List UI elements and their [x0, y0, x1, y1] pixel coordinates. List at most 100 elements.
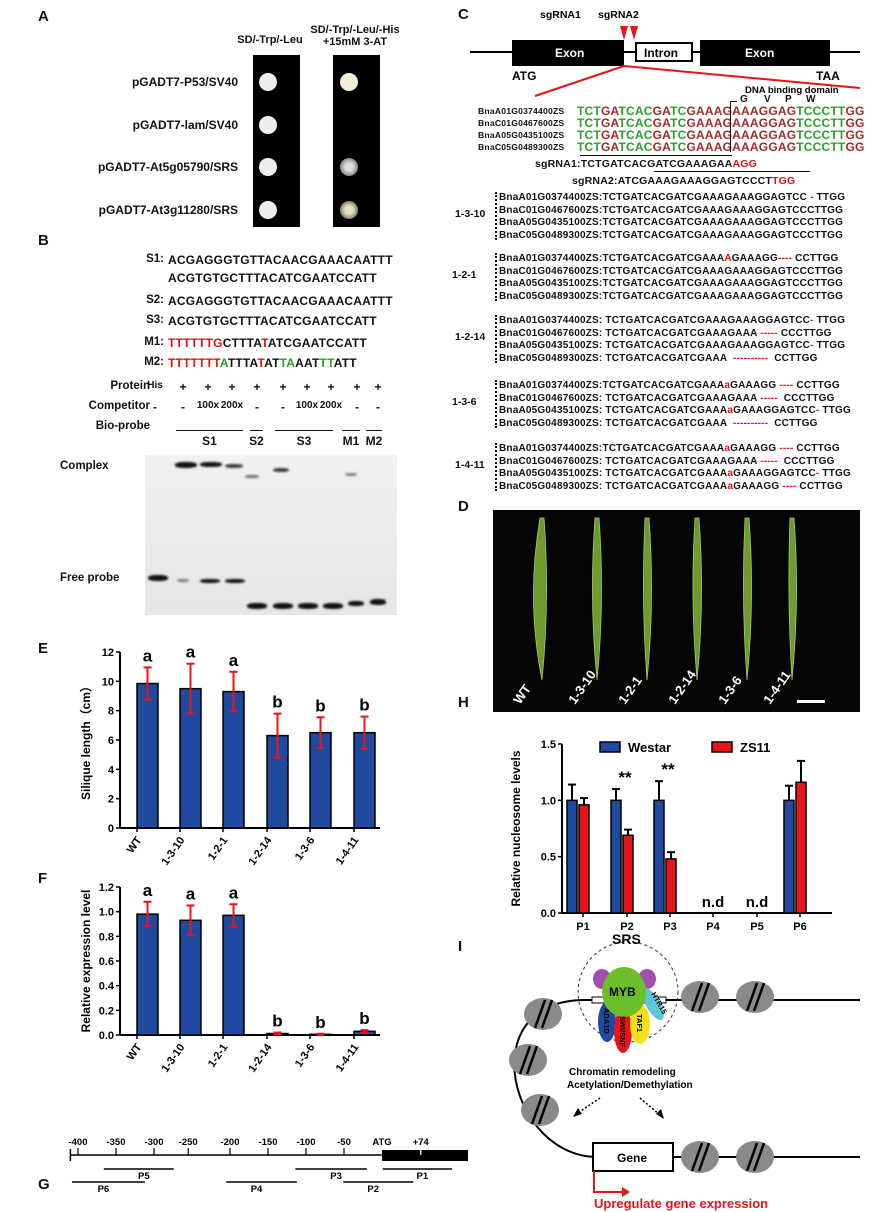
wt-sequence: TCTGATCACGATCGAAAGAAAGGAGTCCCTTGG [577, 104, 865, 118]
mutant-sequence: BnaA05G0435100ZS:TCTGATCACGATCGAAAGAAAGG… [499, 278, 843, 289]
x-tick-label: 1-2-14 [246, 834, 275, 868]
sequence-segment: ---------- [732, 352, 769, 364]
significance-label: b [272, 693, 282, 712]
sequence-segment: a [724, 380, 731, 391]
significance-label: a [143, 646, 153, 665]
fragment-label: P2 [367, 1184, 379, 1195]
sequence-segment: BnaC05G0489300ZS: TCTGATCACGATCGAAA [499, 480, 728, 492]
x-tick-label: WT [125, 1042, 145, 1063]
sequence-segment: TTGG [819, 468, 851, 479]
sequence-segment: ACGAGGGTGTTACAACGAAACAATTT [168, 253, 393, 267]
position-label: -350 [106, 1137, 125, 1148]
sgrna2-arrow-icon [630, 26, 638, 40]
probe-label: M1: [144, 336, 164, 348]
fragment-label: P4 [251, 1184, 263, 1195]
probe-sequence: ACGTGTGCTTTACATCGAATCCATT [168, 314, 377, 328]
sequence-segment: TT [319, 356, 334, 370]
upregulate-text: Upregulate gene expression [594, 1196, 768, 1211]
scale-bar [797, 700, 825, 703]
x-tick-label: 1-4-11 [334, 835, 362, 867]
y-tick-label: 1.5 [541, 739, 556, 751]
sequence-segment: BnaA01G0374400ZS:TCTGATCACGATCGAAA [499, 380, 725, 391]
sequence-segment: BnaC01G0467600ZS:TCTGATCACGATCGAAAGAAAGG… [499, 265, 844, 277]
swisnf-label: SWI/SNF [618, 1016, 627, 1048]
sequence-segment: CCCTTGG [777, 392, 835, 404]
position-label: -250 [179, 1137, 198, 1148]
taf1-ellipse [630, 1004, 650, 1044]
silique [533, 517, 547, 681]
sequence-segment: ---------- [732, 417, 769, 429]
sequence-segment: BnaA05G0435100ZS: TCTGATCACGATCGAAA [499, 405, 728, 416]
transcription-arrow-head-icon [622, 1187, 630, 1197]
sgrna1-label: sgRNA1 [540, 9, 581, 21]
sequence-segment: TTTTTTG [168, 336, 223, 350]
significance-label: ** [661, 760, 675, 779]
legend-label: ZS11 [740, 740, 770, 755]
sequence-segment: ACGTGTGCTTTACATCGAATCCATT [168, 271, 377, 285]
group-label: S3 [296, 434, 312, 448]
sequence-segment: T [257, 356, 265, 370]
swisnf-ellipse [614, 1009, 632, 1053]
significance-label: a [143, 881, 153, 900]
arrow-head-icon [656, 1109, 664, 1119]
group-line [342, 430, 360, 431]
free-probe-band [273, 603, 293, 609]
exon-label: Exon [745, 46, 774, 60]
wt-sequence: TCTGATCACGATCGAAAGAAAGGAGTCCCTTGG [577, 140, 865, 154]
y-tick-label: 12 [102, 647, 114, 659]
sequence-segment: TTGG [819, 405, 851, 416]
colony [259, 158, 277, 176]
silique [592, 517, 602, 681]
y-tick-label: 0.2 [99, 1005, 114, 1017]
x-tick-label: 1-3-10 [159, 835, 187, 868]
gene-box [592, 1142, 674, 1172]
significance-label: b [272, 1012, 282, 1031]
sequence-segment: BnaC05G0489300ZS:TCTGATCACGATCGAAAGAAAGG… [499, 229, 844, 241]
sequence-segment: a [724, 443, 731, 454]
mutant-sequence: BnaA05G0435100ZS: TCTGATCACGATCGAAAaGAAA… [499, 405, 851, 416]
free-probe-band [225, 579, 245, 583]
probe-label: S2: [146, 294, 164, 306]
y-tick-label: 8 [108, 706, 114, 718]
colony [259, 73, 277, 91]
bar [566, 799, 578, 914]
significance-label: n.d [702, 894, 725, 911]
y2h-row-label: pGADT7-lam/SV40 [132, 118, 238, 132]
gene-id: BnaC01G0467600ZS [478, 118, 565, 128]
competitor-cell: - [376, 400, 380, 414]
sequence-segment: CCTTGG [768, 352, 818, 364]
significance-label: a [186, 643, 196, 662]
group-label: S2 [249, 434, 264, 448]
sequence-segment: GA [600, 140, 619, 154]
mutant-line-label: 1-3-10 [455, 208, 486, 220]
x-tick-label: 1-2-14 [246, 1041, 275, 1075]
competitor-cell: - [255, 400, 259, 414]
arrow-icon [639, 1097, 661, 1116]
panel-label-f: F [38, 870, 48, 887]
sequence-segment: GA [600, 116, 619, 130]
bracket [495, 443, 497, 491]
fragment-label: P1 [417, 1171, 429, 1182]
bar [222, 914, 245, 1036]
y-axis-label: Relative nucleosome levels [509, 750, 523, 906]
sequence-segment: GA [652, 104, 671, 118]
sequence-segment: TTGG [813, 340, 846, 351]
sequence-segment: BnaA01G0374400ZS:TCTGATCACGATCGAAA [499, 253, 725, 264]
colony [259, 201, 277, 219]
sgrna1-sequence: sgRNA1:TCTGATCACGATCGAAAGAAAGG [535, 158, 757, 170]
sequence-segment: GG [845, 140, 865, 154]
competitor-cell: 200x [220, 400, 244, 411]
sequence-segment: GG [845, 128, 865, 142]
significance-label: ** [618, 768, 632, 787]
probe-label: S3: [146, 314, 164, 326]
nucleosome-icon [736, 1141, 774, 1173]
significance-label: b [315, 1013, 325, 1032]
x-tick-label: 1-4-11 [334, 1042, 362, 1074]
sequence-segment: a [727, 405, 734, 416]
mutant-sequence: BnaA01G0374400ZS:TCTGATCACGATCGAAAaGAAAG… [499, 380, 840, 391]
mutant-sequence: BnaA05G0435100ZS:TCTGATCACGATCGAAAGAAAGG… [499, 217, 843, 228]
nucleosome-icon [681, 981, 719, 1013]
sequence-segment: A [724, 253, 732, 264]
sequence-segment: CCTTGG [793, 380, 840, 391]
